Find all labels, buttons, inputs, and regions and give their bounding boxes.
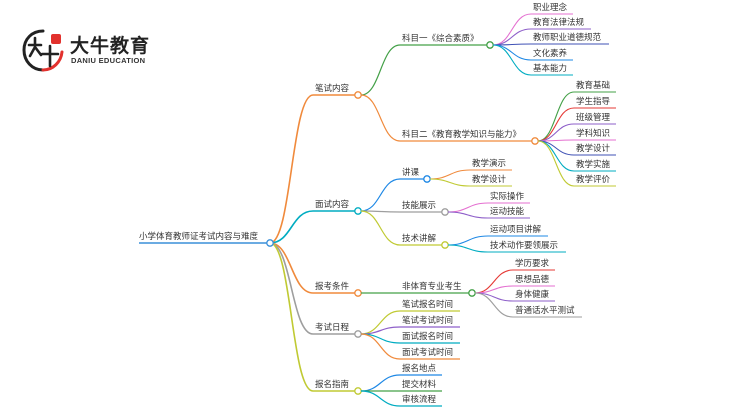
leaf-label: 文化素养 [533,49,568,59]
logo-mark-icon [22,29,64,72]
leaf-connector [447,202,489,213]
leaf-label: 教师职业道德规范 [533,33,602,43]
topic-label: 技术讲解 [402,234,437,244]
topic-connector [360,94,401,142]
leaf-label: 学生指导 [576,97,611,107]
leaf-label: 学历要求 [515,259,550,269]
leaf-connector [492,28,532,46]
leaf-label: 实际操作 [490,192,525,202]
topic-connector [360,44,401,96]
branch-connector [269,242,314,294]
leaf-label: 教学演示 [472,159,507,169]
leaf-connector [537,123,575,142]
leaf-label: 教育法律法规 [533,18,585,28]
leaf-connector [492,44,532,76]
branch-node-dot [354,207,362,215]
branch-node-dot [354,91,362,99]
topic-connector [360,333,401,360]
topic-node-dot [441,208,449,216]
leaf-label: 运动项目讲解 [490,225,542,235]
branch-label: 考试日程 [315,323,350,333]
leaf-connector [429,178,471,187]
topic-label: 笔试考试时间 [402,316,454,326]
leaf-label: 班级管理 [576,113,611,123]
topic-connector [360,374,401,392]
leaf-label: 思想品德 [515,275,550,285]
leaf-label: 运动技能 [490,207,525,217]
branch-connector [269,242,314,335]
topic-node-dot [423,175,431,183]
topic-connector [360,390,401,407]
mindmap-root: 小学体育教师证考试内容与难度 [139,232,259,242]
branch-label: 报名指南 [315,380,350,390]
topic-label: 提交材料 [402,380,437,390]
branch-node-dot [354,289,362,297]
topic-node-dot [531,137,539,145]
topic-label: 面试考试时间 [402,348,454,358]
topic-node-dot [468,289,476,297]
leaf-label: 职业理念 [533,3,568,13]
leaf-connector [447,244,489,253]
leaf-label: 技术动作要领展示 [490,241,559,251]
logo-name-en: DANIU EDUCATION [71,56,146,65]
topic-connector [360,178,401,212]
topic-label: 技能展示 [402,201,437,211]
leaf-connector [429,169,471,180]
leaf-label: 教学设计 [576,144,611,154]
branch-node-dot [354,330,362,338]
leaf-label: 普通话水平测试 [515,306,575,316]
topic-label: 审核流程 [402,395,437,405]
topic-label: 科目二《教育教学知识与能力》 [402,130,522,140]
root-node-dot [266,239,274,247]
topic-node-dot [486,41,494,49]
leaf-connector [474,292,514,318]
leaf-connector [537,140,575,172]
topic-connector [360,210,401,246]
branch-connector [269,242,314,392]
leaf-label: 教育基础 [576,81,611,91]
leaf-connector [447,211,489,219]
branch-node-dot [354,387,362,395]
topic-label: 笔试报名时间 [402,300,454,310]
leaf-label: 教学设计 [472,175,507,185]
topic-label: 非体育专业考生 [402,282,462,292]
branch-label: 笔试内容 [315,84,350,94]
branch-label: 报考条件 [315,282,350,292]
branch-connector [269,94,314,244]
logo: 大牛教育 DANIU EDUCATION [20,28,160,74]
topic-node-dot [441,241,449,249]
leaf-connector [492,44,532,61]
branch-label: 面试内容 [315,200,350,210]
leaf-label: 基本能力 [533,64,568,74]
logo-name-cn: 大牛教育 [70,35,151,57]
topic-label: 报名地点 [402,364,437,374]
topic-label: 科目一《综合素质》 [402,34,479,44]
branch-connector [269,210,314,244]
leaf-label: 身体健康 [515,290,550,300]
leaf-connector [537,91,575,142]
leaf-connector [447,235,489,246]
leaf-label: 教学评价 [576,175,611,185]
topic-label: 面试报名时间 [402,332,454,342]
topic-label: 讲课 [402,168,420,178]
leaf-connector [537,140,575,187]
leaf-label: 学科知识 [576,129,611,139]
leaf-label: 教学实施 [576,160,611,170]
